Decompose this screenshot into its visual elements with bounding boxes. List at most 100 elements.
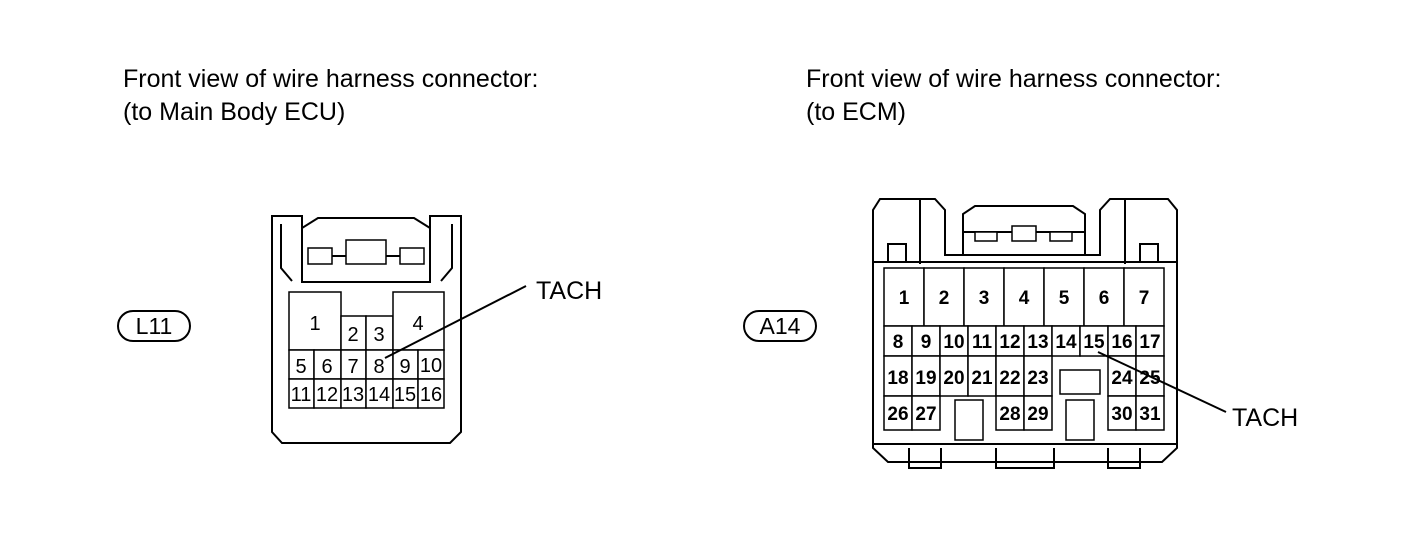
left-heading-line2: (to Main Body ECU) [123,98,346,126]
callout-leader-l11 [384,285,527,359]
pin-label: 10 [420,355,442,377]
blank-cavity [1065,399,1095,441]
pin-label: 22 [999,368,1020,389]
housing-latch-l11 [280,224,453,282]
pin-cell [1123,267,1165,327]
pin-cell [1079,325,1109,357]
pin-label: 2 [939,288,950,309]
pin-label: 6 [321,356,332,378]
key-slot-l11 [345,239,387,265]
pin-cell [1107,395,1137,431]
housing-a14 [872,198,1178,463]
pin-labels-a14: 1 2 3 4 5 6 7 8 9 10 11 12 13 14 15 16 1… [887,288,1161,425]
pin-cell [939,355,969,397]
housing-top-a14 [962,205,1086,255]
pin-cell [995,355,1025,397]
pin-label: 14 [368,384,390,406]
pin-cell [1107,355,1137,397]
pin-cell [911,395,941,431]
pin-label: 1 [309,313,320,335]
callout-leader-a14 [1097,351,1227,413]
pin-label: 9 [399,356,410,378]
pin-grid-a14 [883,267,1165,441]
connector-code-a14: A14 [760,313,801,339]
pin-cell [340,378,367,409]
pin-label: 4 [412,313,423,335]
pin-cell [417,378,445,409]
pin-cell [1023,395,1053,431]
pin-label: 3 [979,288,990,309]
pin-cell [911,325,941,357]
pin-labels-l11: 1 2 3 4 5 6 7 8 9 10 11 12 13 14 15 16 [291,313,443,406]
connector-code-badge-l11 [117,310,191,342]
right-heading-line1: Front view of wire harness connector: [806,65,1222,93]
connector-l11: L11 1 2 [117,215,602,444]
pin-cell [288,349,315,380]
pin-label: 17 [1139,332,1160,353]
pin-label: 5 [295,356,306,378]
left-heading-line1: Front view of wire harness connector: [123,65,539,93]
pin-cell [365,315,394,351]
pin-cell [1051,325,1081,357]
pin-cell [883,325,913,357]
pin-cell [995,325,1025,357]
pin-label: 2 [347,324,358,346]
blank-cavity [1059,369,1101,395]
pin-label: 12 [999,332,1020,353]
pin-cell [1135,325,1165,357]
pin-label: 11 [291,384,312,406]
pin-label: 26 [887,404,908,425]
pin-grid-l11 [288,291,445,409]
pin-label: 18 [887,368,908,389]
pin-cell [288,378,315,409]
connector-code-badge-a14 [743,310,817,342]
pin-label: 31 [1139,404,1161,425]
pin-label: 15 [394,384,416,406]
pin-label: 15 [1083,332,1105,353]
pin-label: 19 [915,368,936,389]
connector-a14: A14 [743,198,1298,469]
pin-label: 10 [943,332,964,353]
pin-cell [963,267,1005,327]
pin-label: 16 [420,384,442,406]
pin-label: 23 [1027,368,1048,389]
right-heading-line2: (to ECM) [806,98,906,126]
housing-feet-a14 [908,448,1141,469]
key-slot-l11 [307,247,333,265]
pin-cell [1135,395,1165,431]
key-slot-a14 [1011,225,1037,242]
left-heading: Front view of wire harness connector: (t… [123,63,538,129]
housing-frame-a14 [872,261,1178,445]
pin-cell [392,378,419,409]
pin-label: 4 [1019,288,1030,309]
blank-cavity [954,399,984,441]
pin-cell [1043,267,1085,327]
pin-label: 8 [373,356,384,378]
pin-label: 30 [1111,404,1132,425]
pin-label: 1 [899,288,910,309]
pin-label: 5 [1059,288,1070,309]
right-heading: Front view of wire harness connector: (t… [806,63,1221,129]
pin-label: 14 [1055,332,1077,353]
housing-top-l11 [301,217,431,282]
connector-code-l11: L11 [136,313,173,339]
callout-label-a14: TACH [1232,404,1298,432]
housing-ear-a14 [887,243,1159,263]
key-slot-a14 [1049,231,1073,242]
pin-label: 13 [342,384,364,406]
pin-label: 9 [921,332,932,353]
pin-label: 16 [1111,332,1132,353]
pin-label: 3 [373,324,384,346]
pin-label: 11 [972,332,993,353]
pin-label: 20 [943,368,964,389]
pin-label: 13 [1027,332,1048,353]
pin-label: 25 [1139,368,1161,389]
pin-label: 6 [1099,288,1110,309]
housing-latch-a14 [919,200,1126,264]
callout-label-l11: TACH [536,277,602,305]
pin-label: 8 [893,332,904,353]
pin-label: 12 [316,384,338,406]
key-slot-a14 [974,231,998,242]
pin-label: 29 [1027,404,1048,425]
